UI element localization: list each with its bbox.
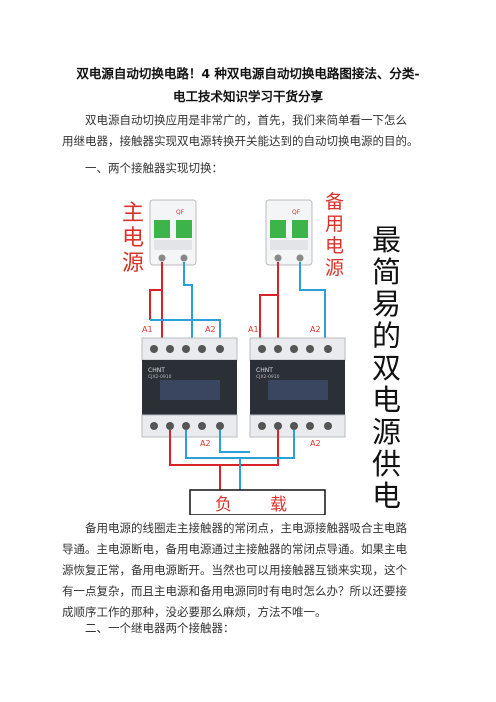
backup-source-char: 用 — [325, 213, 344, 235]
contactor-model: CJX2-0910 — [148, 374, 172, 380]
caption-char: 的 — [372, 319, 401, 353]
body-line-4: 有一点复杂，而且主电源和备用电源同时有电时怎么办？所以还要接 — [62, 584, 407, 598]
coil-labels: A1 A2 A1 A2 A2 A2 — [142, 325, 321, 448]
coil-a2-label: A2 — [200, 439, 211, 448]
body-paragraph: 备用电源的线圈走主接触器的常闭点，主电源接触器吸合主电路 导通。主电源断电，备用… — [62, 518, 440, 623]
coil-a1-label: A1 — [142, 325, 153, 334]
main-contactor: CHNT CJX2-0910 — [141, 337, 238, 438]
diagram-caption: 最 简 易 的 双 电 源 供 电 — [372, 223, 401, 513]
caption-char: 电 — [372, 479, 401, 513]
backup-breaker: QF — [265, 199, 313, 266]
backup-wires — [259, 262, 326, 340]
contactor-brand: CHNT — [256, 367, 273, 374]
backup-contactor: CHNT CJX2-0910 — [249, 337, 346, 438]
section-heading-1: 一、两个接触器实现切换： — [85, 161, 223, 175]
title-line-1: 双电源自动切换电路！4 种双电源自动切换电路图接法、分类- — [76, 66, 420, 81]
coil-a2-label: A2 — [310, 325, 321, 334]
article-title: 双电源自动切换电路！4 种双电源自动切换电路图接法、分类- 电工技术知识学习干货… — [60, 62, 436, 108]
body-line-2: 导通。主电源断电，备用电源通过主接触器的常闭点导通。如果主电 — [62, 542, 407, 556]
caption-char: 供 — [372, 447, 401, 481]
main-source-label: 主 电 源 — [122, 201, 144, 276]
coil-a2-label: A2 — [205, 325, 216, 334]
caption-char: 电 — [372, 383, 401, 417]
intro-paragraph: 双电源自动切换应用是非常广的，首先，我们来简单看一下怎么 用继电器，接触器实现双… — [62, 110, 440, 152]
main-breaker: QF — [149, 199, 197, 266]
load-wires — [169, 430, 295, 490]
main-source-char: 电 — [122, 226, 144, 251]
caption-char: 双 — [372, 351, 401, 385]
backup-source-char: 源 — [325, 257, 344, 279]
breaker-mark: QF — [176, 209, 185, 216]
breaker-mark: QF — [292, 209, 301, 216]
backup-source-label: 备 用 电 源 — [325, 191, 344, 279]
caption-char: 易 — [372, 287, 401, 321]
body-line-3: 源恢复正常，备用电源断开。当然也可以用接触器互锁来实现，这个 — [62, 563, 407, 577]
main-source-char: 主 — [122, 201, 144, 226]
main-wires — [149, 262, 221, 340]
caption-char: 简 — [372, 255, 401, 289]
caption-char: 源 — [372, 415, 401, 449]
wiring-diagram: 主 电 源 备 用 电 源 最 简 易 的 双 电 源 供 电 — [122, 191, 401, 515]
load-box: 负 载 — [189, 489, 326, 515]
backup-source-char: 电 — [325, 235, 344, 257]
load-label-char: 载 — [270, 495, 287, 515]
contactor-model: CJX2-0910 — [256, 374, 280, 380]
contactor-brand: CHNT — [148, 367, 165, 374]
body-line-5: 成顺序工作的那种，没必要那么麻烦，方法不唯一。 — [62, 605, 327, 619]
coil-a1-label: A1 — [248, 325, 259, 334]
backup-source-char: 备 — [325, 191, 344, 213]
caption-char: 最 — [372, 223, 401, 257]
main-source-char: 源 — [122, 251, 144, 276]
coil-a2-label: A2 — [310, 439, 321, 448]
load-label-char: 负 — [215, 495, 232, 515]
title-line-2: 电工技术知识学习干货分享 — [172, 89, 323, 104]
body-line-1: 备用电源的线圈走主接触器的常闭点，主电源接触器吸合主电路 — [85, 521, 407, 535]
section-heading-2: 二、一个继电器两个接触器： — [85, 621, 235, 635]
intro-line-2: 用继电器，接触器实现双电源转换开关能达到的自动切换电源的目的。 — [62, 134, 419, 148]
intro-line-1: 双电源自动切换应用是非常广的，首先，我们来简单看一下怎么 — [85, 113, 407, 127]
